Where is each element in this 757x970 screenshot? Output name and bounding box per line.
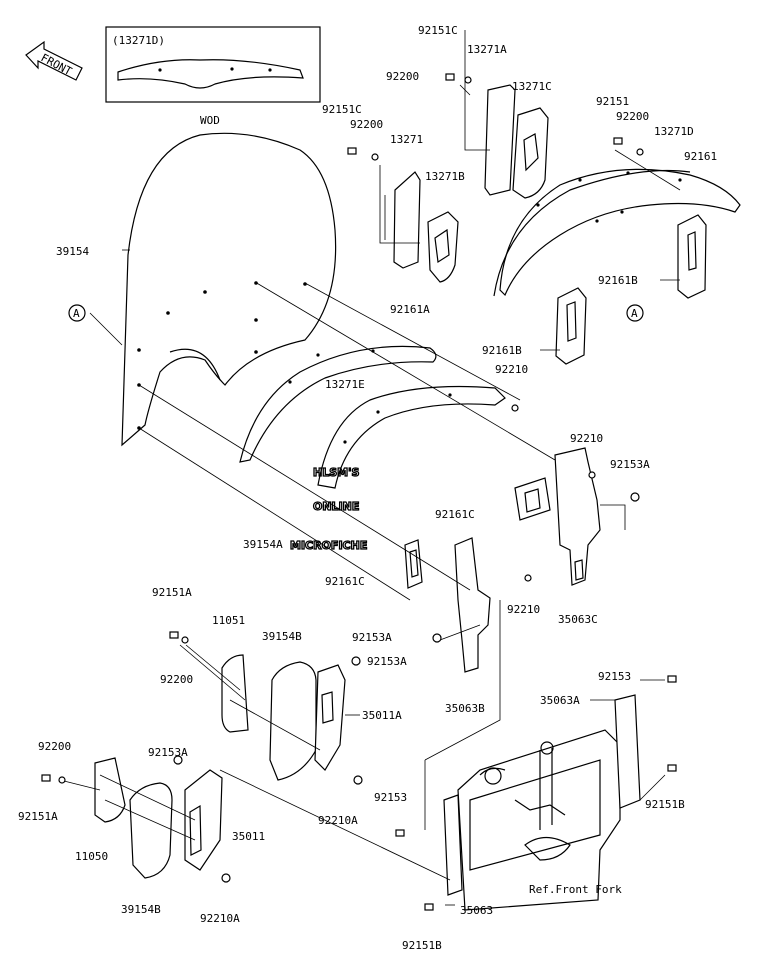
label-92210a-b: 92210A [200, 912, 240, 925]
bracket-13271b [427, 211, 459, 283]
label-92151a-a: 92151A [152, 586, 192, 599]
label-92153a-r: 92153A [610, 458, 650, 471]
label-92161c-a: 92161C [435, 508, 475, 521]
bracket-13271a [484, 84, 516, 196]
front-arrow: FRONT [25, 40, 83, 81]
part-labels: WOD 92151C 13271A 92200 13271C 92151 922… [18, 24, 717, 952]
label-92161a: 92161A [390, 303, 430, 316]
label-35063c: 35063C [558, 613, 598, 626]
ref-a-left-circle [68, 304, 86, 322]
label-13271e: 13271E [325, 378, 365, 391]
label-35011a: 35011A [362, 709, 402, 722]
label-92161c-b: 92161C [325, 575, 365, 588]
label-13271d: 13271D [654, 125, 694, 138]
bracket-35011 [184, 769, 223, 871]
deflector-11051 [221, 654, 249, 733]
plate-92161b-right [677, 214, 707, 299]
watermark-line1: HLSM'S [313, 466, 359, 479]
deflector-11050 [94, 757, 126, 823]
label-92153-b: 92153 [374, 791, 407, 804]
label-92200-r: 92200 [616, 110, 649, 123]
label-92210-a: 92210 [495, 363, 528, 376]
ref-a-right-circle [626, 304, 644, 322]
label-92200-top: 92200 [386, 70, 419, 83]
label-35011: 35011 [232, 830, 265, 843]
bracket-13271 [393, 171, 421, 269]
windshield-39154 [121, 132, 337, 447]
bracket-13271e [317, 385, 506, 489]
label-39154: 39154 [56, 245, 89, 258]
bracket-35063a [614, 694, 641, 809]
front-fork-assembly [443, 694, 641, 911]
label-92200-ll: 92200 [38, 740, 71, 753]
watermark-line3: MICROFICHE [290, 539, 367, 552]
label-92153a-m: 92153A [352, 631, 392, 644]
bracket-92161 [493, 168, 741, 297]
label-92161b-a: 92161B [598, 274, 638, 287]
label-39154b-b: 39154B [121, 903, 161, 916]
label-92210-b: 92210 [570, 432, 603, 445]
bracket-35063c [554, 447, 601, 586]
label-13271a: 13271A [467, 43, 507, 56]
label-92210a-a: 92210A [318, 814, 358, 827]
label-92153a-l: 92153A [148, 746, 188, 759]
label-13271: 13271 [390, 133, 423, 146]
label-92151-r: 92151 [596, 95, 629, 108]
label-39154a: 39154A [243, 538, 283, 551]
label-92151b-r: 92151B [645, 798, 685, 811]
label-92151b-b: 92151B [402, 939, 442, 952]
label-92151c-top: 92151C [418, 24, 458, 37]
label-35063a: 35063A [540, 694, 580, 707]
label-92151a-b: 92151A [18, 810, 58, 823]
label-92200-mid: 92200 [350, 118, 383, 131]
plate-92161c-upper [514, 477, 551, 521]
watermark-line2: ONLINE [313, 500, 359, 513]
shield-39154b-lower [129, 782, 173, 879]
label-ref-fork: Ref.Front Fork [529, 883, 622, 896]
label-92153a-m2: 92153A [367, 655, 407, 668]
shield-39154b-upper [269, 661, 317, 781]
plate-92161b-mid [555, 287, 587, 365]
label-39154b-a: 39154B [262, 630, 302, 643]
label-wod: WOD [200, 114, 220, 127]
bracket-92161a [239, 345, 437, 463]
fasteners [41, 73, 677, 911]
inset-label: (13271D) [112, 34, 165, 47]
bracket-35063b [454, 537, 491, 673]
label-92210-c: 92210 [507, 603, 540, 616]
bracket-13271c [512, 107, 549, 199]
plate-92161c-lower [404, 539, 423, 589]
label-11051: 11051 [212, 614, 245, 627]
label-92161b-b: 92161B [482, 344, 522, 357]
label-92200-low: 92200 [160, 673, 193, 686]
watermark: HLSM'S ONLINE MICROFICHE [289, 465, 368, 552]
label-13271b: 13271B [425, 170, 465, 183]
label-a-left: A [73, 307, 80, 320]
label-35063: 35063 [460, 904, 493, 917]
label-92151c-mid: 92151C [322, 103, 362, 116]
label-92153: 92153 [598, 670, 631, 683]
leader-lines [59, 30, 681, 906]
label-92161: 92161 [684, 150, 717, 163]
label-11050: 11050 [75, 850, 108, 863]
label-35063b: 35063B [445, 702, 485, 715]
label-13271c: 13271C [512, 80, 552, 93]
label-a-right: A [631, 307, 638, 320]
bracket-35011a [314, 664, 346, 771]
inset-13271d [105, 26, 321, 103]
